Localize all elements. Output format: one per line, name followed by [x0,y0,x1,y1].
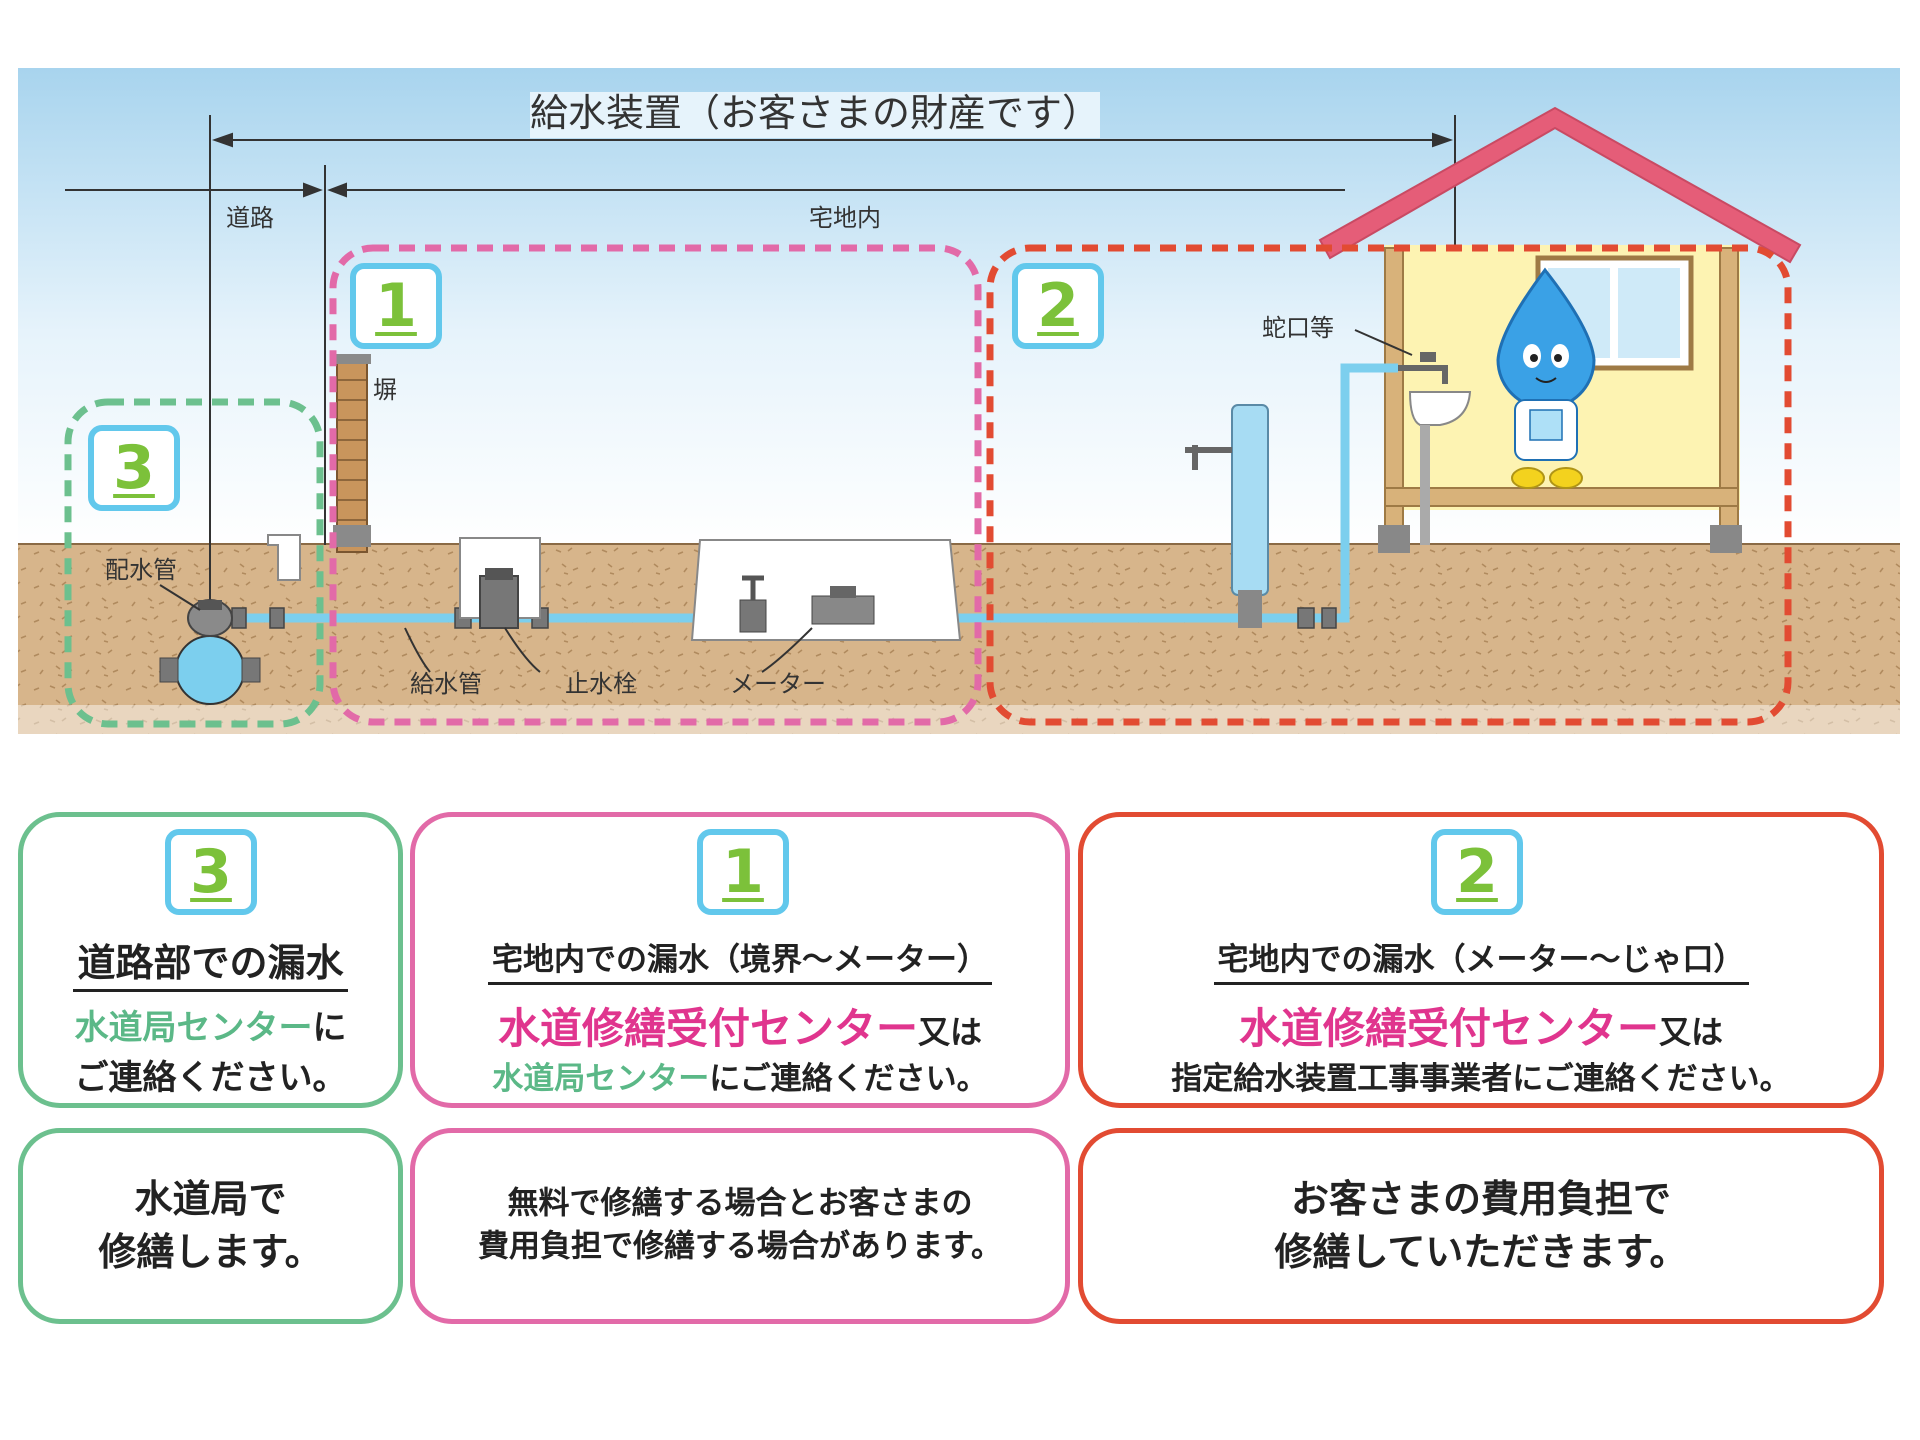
meter-leak-title: 宅地内での漏水（メーター～じゃ口） [1083,934,1879,985]
dimension-lines [65,115,1456,620]
distribution-main [159,599,261,705]
supply-pipe-label: 給水管 [410,670,482,698]
meter-leak-contact: 水道修繕受付センター又は [1238,1004,1724,1053]
boundary-leak-badge: 1 [697,829,789,915]
boundary-leak-title: 宅地内での漏水（境界～メーター） [415,934,1065,985]
water-supply-diagram: 給水装置（お客さまの財産です） 道路 宅地内 塀 [18,68,1900,735]
meter-repair-line-1: お客さまの費用負担で [1290,1176,1671,1221]
stop-valve [459,537,541,629]
road-repair-line-1: 水道局で [134,1176,287,1221]
road-leak-contact-2: ご連絡ください。 [74,1058,347,1098]
boundary-leak-contact-2: 水道局センターにご連絡ください。 [492,1061,988,1097]
water-drop-mascot [1496,267,1596,489]
zone-3-outline [64,398,324,728]
water-meter [690,539,962,641]
wall-label: 塀 [373,376,397,404]
property-label: 宅地内 [809,204,881,232]
meter-leak-badge: 2 [1431,829,1523,915]
wall [333,354,371,553]
outdoor-faucet-column [1185,404,1269,628]
main-pipe-label: 配水管 [105,556,177,584]
indoor-faucet [1398,352,1448,384]
road-leak-card: 3 道路部での漏水 水道局センターに ご連絡ください。 [18,812,403,1108]
supply-device-label: 給水装置（お客さまの財産です） [530,91,1100,135]
faucet-label: 蛇口等 [1262,314,1334,342]
meter-label: メーター [730,670,826,698]
road-leak-title: 道路部での漏水 [23,932,398,992]
road-leak-contact: 水道局センターに [74,1008,347,1048]
road-repair-line-2: 修繕します。 [98,1230,323,1274]
road-repair-card: 水道局で 修繕します。 [18,1128,403,1324]
meter-repair-card: お客さまの費用負担で 修繕していただきます。 [1078,1128,1884,1324]
boundary-leak-contact: 水道修繕受付センター又は [497,1004,983,1053]
road-leak-badge: 3 [165,829,257,915]
road-label: 道路 [226,204,274,232]
meter-leak-card: 2 宅地内での漏水（メーター～じゃ口） 水道修繕受付センター又は 指定給水装置工… [1078,812,1884,1108]
boundary-repair-line-1: 無料で修繕する場合とお客さまの [507,1185,973,1222]
zone-2-outline [986,244,1792,726]
boundary-repair-card: 無料で修繕する場合とお客さまの 費用負担で修繕する場合があります。 [410,1128,1070,1324]
meter-repair-line-2: 修繕していただきます。 [1274,1230,1688,1274]
zone-badge-2: 2 [1012,263,1104,349]
meter-leak-contact-2: 指定給水装置工事事業者にご連絡ください。 [1171,1061,1791,1097]
stop-valve-label: 止水栓 [565,670,637,698]
boundary-leak-card: 1 宅地内での漏水（境界～メーター） 水道修繕受付センター又は 水道局センターに… [410,812,1070,1108]
boundary-repair-line-2: 費用負担で修繕する場合があります。 [478,1229,1002,1265]
water-bureau-center: 水道局センター [74,1008,313,1048]
zone-1-outline [329,244,982,726]
zone-badge-1: 1 [350,263,442,349]
repair-reception-center: 水道修繕受付センター [497,1004,918,1053]
zone-badge-3: 3 [88,425,180,511]
